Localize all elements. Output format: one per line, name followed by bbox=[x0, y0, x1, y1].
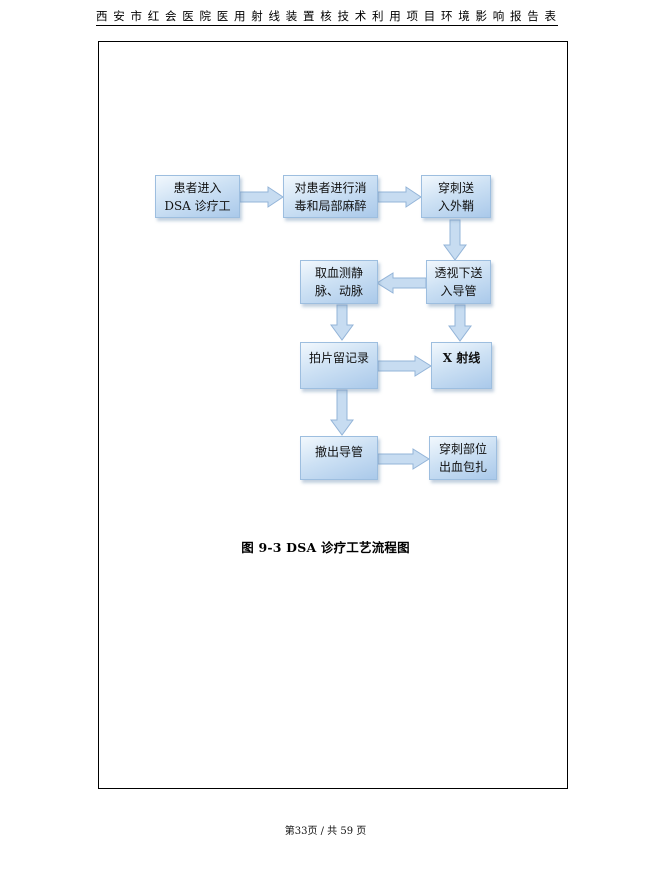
box-bandage-line2: 出血包扎 bbox=[438, 460, 487, 474]
box-xray: X 射线 bbox=[431, 342, 492, 389]
box-blood-sample: 取血测静 脉、动脉 bbox=[300, 260, 378, 304]
box-puncture-sheath-line1: 穿刺送 bbox=[437, 180, 474, 195]
page-frame bbox=[98, 41, 568, 789]
box-insert-catheter-line1: 透视下送 bbox=[434, 266, 483, 280]
box-insert-catheter: 透视下送 入导管 bbox=[426, 260, 491, 304]
box-puncture-sheath-line2: 入外鞘 bbox=[437, 198, 474, 213]
box-record: 拍片留记录 bbox=[300, 342, 378, 389]
box-record-label: 拍片留记录 bbox=[308, 351, 369, 365]
box-patient-enter-line1: 患者进入 bbox=[173, 180, 222, 195]
box-bandage-line1: 穿刺部位 bbox=[438, 442, 487, 456]
box-blood-sample-line2: 脉、动脉 bbox=[314, 284, 363, 298]
box-insert-catheter-line2: 入导管 bbox=[440, 284, 477, 298]
box-disinfect-line2: 毒和局部麻醉 bbox=[294, 198, 367, 213]
box-patient-enter-line2: DSA 诊疗工 bbox=[164, 198, 231, 213]
box-bandage: 穿刺部位 出血包扎 bbox=[429, 436, 497, 480]
box-disinfect: 对患者进行消 毒和局部麻醉 bbox=[283, 175, 378, 218]
box-patient-enter: 患者进入 DSA 诊疗工 bbox=[155, 175, 240, 218]
box-withdraw: 撤出导管 bbox=[300, 436, 378, 480]
figure-caption: 图 9-3 DSA 诊疗工艺流程图 bbox=[241, 540, 410, 555]
box-disinfect-line1: 对患者进行消 bbox=[294, 180, 367, 195]
box-xray-label: X 射线 bbox=[442, 351, 481, 365]
box-blood-sample-line1: 取血测静 bbox=[314, 266, 363, 280]
box-withdraw-label: 撤出导管 bbox=[314, 445, 363, 459]
page-header: 西安市红会医院医用射线装置核技术利用项目环境影响报告表 bbox=[96, 8, 558, 26]
box-puncture-sheath: 穿刺送 入外鞘 bbox=[421, 175, 491, 218]
page-footer: 第33页 / 共 59 页 bbox=[284, 826, 367, 837]
